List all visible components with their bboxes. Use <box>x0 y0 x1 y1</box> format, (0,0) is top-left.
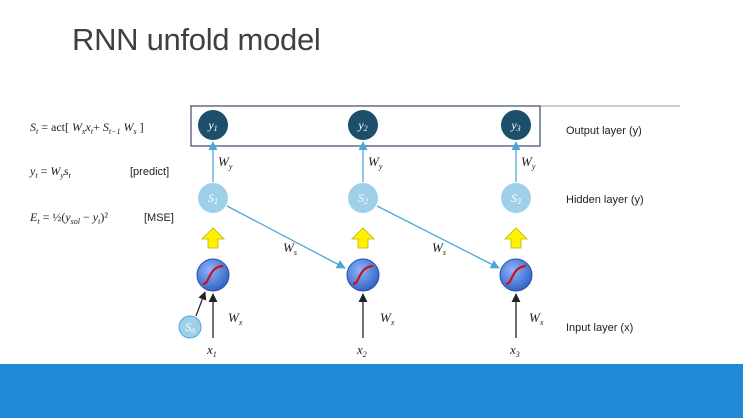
y3-label: y3 <box>510 118 520 133</box>
ws-label-1: Ws <box>283 240 297 257</box>
ws-arrow-2 <box>376 205 500 269</box>
x3-label: x3 <box>509 342 520 359</box>
activation-node-3 <box>499 258 533 292</box>
s0-label: S0 <box>185 320 195 335</box>
error-tag: [MSE] <box>144 212 174 224</box>
yellow-arrow-3 <box>504 227 528 249</box>
hidden-node-s3 <box>501 183 531 213</box>
output-node-y2 <box>348 110 378 140</box>
activation-node-1 <box>196 258 230 292</box>
activation-node-2 <box>346 258 380 292</box>
input-layer-label: Input layer (x) <box>566 322 633 334</box>
hidden-node-s1 <box>198 183 228 213</box>
initial-state-node-s0 <box>178 315 202 339</box>
hidden-layer-label: Hidden layer (y) <box>566 194 644 206</box>
wy-label-2: Wy <box>368 154 383 171</box>
sigmoid-curve-1 <box>202 264 224 286</box>
output-node-y3 <box>501 110 531 140</box>
x1-label: x1 <box>206 342 217 359</box>
state-equation: St = act[ Wxxt+ St−1 Ws ] <box>30 120 144 136</box>
timestep-1: y1 Wy S1 Wx x1 S0 <box>178 110 243 359</box>
s1-label: S1 <box>208 191 218 206</box>
s2-label: S2 <box>358 191 368 206</box>
x2-label: x2 <box>356 342 367 359</box>
sigmoid-curve-3 <box>505 264 527 286</box>
wx-label-3: Wx <box>529 310 544 327</box>
bottom-accent-bar <box>0 364 743 418</box>
output-node-y1 <box>198 110 228 140</box>
y2-label: y2 <box>357 118 367 133</box>
error-equation: Et = ½(ysol − yt)² <box>29 210 108 226</box>
timestep-2: y2 Wy S2 Wx x2 <box>346 110 395 359</box>
slide-title: RNN unfold model <box>72 22 321 57</box>
y1-label: y1 <box>207 118 217 133</box>
yellow-arrow-2 <box>351 227 375 249</box>
s3-label: S3 <box>511 191 521 206</box>
predict-tag: [predict] <box>130 166 169 178</box>
wy-label-3: Wy <box>521 154 536 171</box>
hidden-node-s2 <box>348 183 378 213</box>
predict-equation: yt = Wyst <box>29 164 72 180</box>
sigmoid-curve-2 <box>352 264 374 286</box>
wx-label-1: Wx <box>228 310 243 327</box>
wy-label-1: Wy <box>218 154 233 171</box>
ws-arrow-1 <box>226 205 346 269</box>
yellow-arrow-1 <box>201 227 225 249</box>
output-layer-label: Output layer (y) <box>566 125 642 137</box>
ws-label-2: Ws <box>432 240 446 257</box>
wx-label-2: Wx <box>380 310 395 327</box>
timestep-3: y3 Wy S3 Wx x3 <box>499 110 544 359</box>
s0-arrow <box>195 291 207 317</box>
